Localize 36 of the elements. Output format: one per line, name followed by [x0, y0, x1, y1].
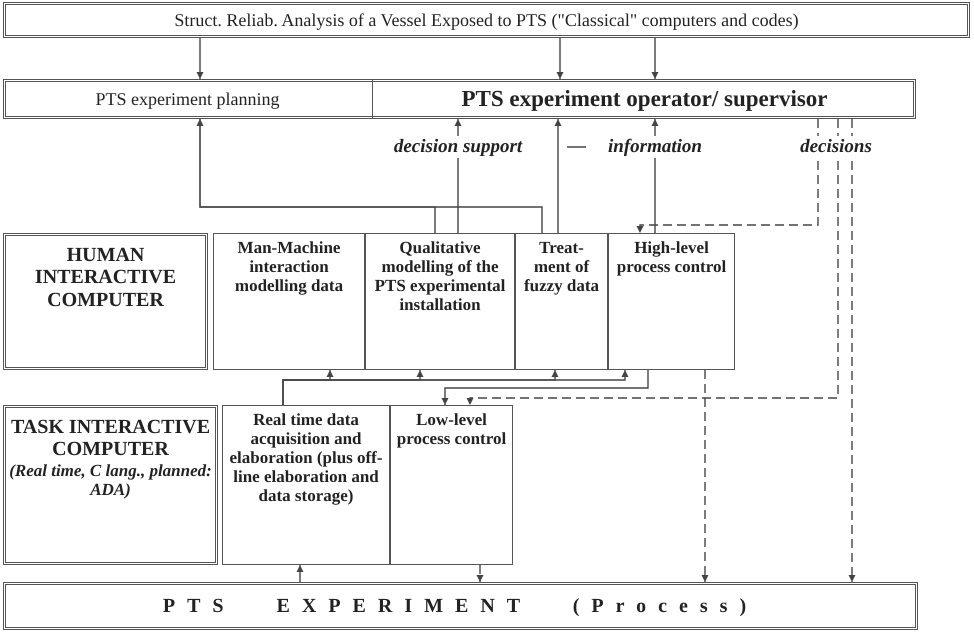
box-text: Man-Machine interaction modelling data — [234, 238, 344, 296]
box-text: TASK INTERACTIVE COMPUTER — [10, 416, 212, 461]
arrow — [556, 38, 564, 79]
arrow — [296, 565, 304, 582]
arrow — [196, 119, 543, 233]
box-text: Real time data acquisition and elaboration (plus off-line elaboration and data storage) — [228, 410, 384, 506]
arrow — [636, 119, 819, 233]
arrow — [476, 565, 484, 582]
box-subtext: (Real time, C lang., planned: ADA) — [9, 460, 212, 499]
box-text: High-level process control — [616, 238, 728, 276]
process-box — [365, 233, 515, 370]
process-box — [3, 405, 218, 565]
box-text: Struct. Reliab. Analysis of a Vessel Exposed to PTS ("Classical" computers and codes) — [174, 10, 799, 30]
box-text: PTS experiment operator/ supervisor — [461, 86, 828, 112]
box-text: HUMAN INTERACTIVE COMPUTER — [34, 244, 178, 312]
arrow — [554, 119, 562, 233]
process-box — [390, 405, 513, 565]
process-box — [515, 233, 608, 370]
arrow — [702, 370, 708, 582]
arrow — [652, 38, 658, 79]
box-text: PTS EXPERIMENT (Process) — [162, 594, 758, 618]
box-text: Qualitative modelling of the PTS experimental installation — [374, 238, 506, 314]
process-box — [222, 405, 390, 565]
arrow — [848, 119, 856, 582]
box-text: PTS experiment planning — [96, 88, 280, 110]
box-text: Treat- ment of fuzzy data — [522, 238, 600, 296]
arrow — [282, 370, 628, 405]
arrow — [466, 119, 839, 405]
process-box — [3, 582, 918, 630]
box-text: Low-level process control — [396, 410, 508, 448]
process-box — [213, 233, 365, 370]
process-box — [608, 233, 735, 370]
arrow — [442, 370, 649, 405]
process-box — [3, 2, 970, 38]
process-box — [3, 233, 208, 370]
arrow — [196, 38, 204, 79]
